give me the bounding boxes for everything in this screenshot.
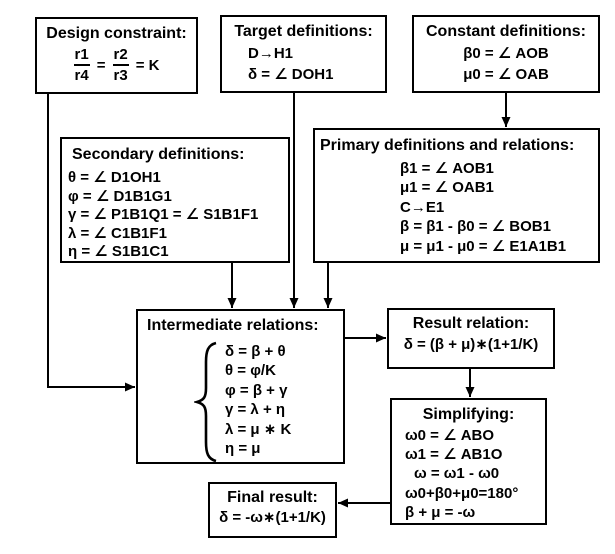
equation-line: ω0+β0+μ0=180° (405, 484, 519, 502)
fraction-r1-r4: r1 r4 (73, 46, 90, 84)
fraction-denominator: r3 (113, 67, 128, 84)
final-result-title: Final result: (227, 489, 318, 506)
left-brace-icon (194, 341, 217, 463)
result-relation-box: Result relation: δ = (β + μ)∗(1+1/K) (387, 308, 555, 369)
fraction-denominator: r4 (74, 67, 89, 84)
equation-list: θ = ∠ D1OH1 φ = ∠ D1B1G1 γ = ∠ P1B1Q1 = … (62, 169, 288, 262)
equation-line: γ = ∠ P1B1Q1 = ∠ S1B1F1 (68, 206, 259, 224)
equation-line: δ = ∠ DOH1 (248, 66, 334, 83)
equation-list: β1 = ∠ AOB1 μ1 = ∠ OAB1 C→E1 β = β1 - β0… (315, 159, 598, 256)
equation-line: δ = -ω∗(1+1/K) (219, 509, 326, 526)
equation-line: ω0 = ∠ ABO (405, 427, 495, 444)
target-definitions-box: Target definitions: D→H1 δ = ∠ DOH1 (220, 15, 387, 93)
design-constraint-box: Design constraint: r1 r4 = r2 r3 = K (35, 17, 198, 94)
fraction-numerator: r2 (112, 46, 129, 66)
constant-definitions-box: Constant definitions: β0 = ∠ AOB μ0 = ∠ … (412, 15, 600, 93)
equation-line: δ = (β + μ)∗(1+1/K) (403, 336, 539, 353)
target-definitions-title: Target definitions: (234, 23, 373, 40)
equation-line: β1 = ∠ AOB1 (400, 160, 494, 177)
equation-list: δ = β + θ θ = φ/K φ = β + γ γ = λ + η λ … (225, 342, 291, 458)
equation-line: θ = ∠ D1OH1 (68, 169, 161, 186)
equals-k: = K (135, 56, 160, 74)
equation-line: C→E1 (400, 198, 445, 216)
primary-definitions-box: Primary definitions and relations: β1 = … (313, 128, 600, 263)
equation-line: λ = ∠ C1B1F1 (68, 224, 167, 242)
equation-line: θ = φ/K (225, 362, 276, 380)
equation-line: β + μ = -ω (405, 503, 476, 521)
equals-sign: = (96, 56, 106, 74)
simplifying-box: Simplifying: ω0 = ∠ ABO ω1 = ∠ AB1O ω = … (390, 398, 547, 525)
equation-line: φ = ∠ D1B1G1 (68, 187, 172, 205)
design-constraint-title: Design constraint: (46, 25, 187, 42)
equation-line: β0 = ∠ AOB (463, 45, 549, 62)
secondary-definitions-title: Secondary definitions: (72, 146, 245, 163)
equation-line: η = μ (225, 440, 261, 458)
fraction-r2-r3: r2 r3 (112, 46, 129, 84)
equation-line: δ = β + θ (225, 343, 286, 360)
connector-design-to-intermediate (47, 94, 135, 392)
equation-line: ω = ω1 - ω0 (414, 465, 500, 483)
intermediate-relations-box: Intermediate relations: δ = β + θ θ = φ/… (136, 309, 345, 464)
equation-line: μ0 = ∠ OAB (463, 66, 549, 83)
equation-line: λ = μ ∗ K (225, 420, 292, 438)
result-relation-title: Result relation: (412, 315, 530, 332)
equation-line: η = ∠ S1B1C1 (68, 243, 169, 261)
constant-definitions-title: Constant definitions: (426, 23, 586, 40)
equation-line: β = β1 - β0 = ∠ BOB1 (400, 218, 551, 236)
design-constraint-equation: r1 r4 = r2 r3 = K (37, 46, 196, 84)
secondary-definitions-box: Secondary definitions: θ = ∠ D1OH1 φ = ∠… (60, 137, 290, 263)
equation-line: ω1 = ∠ AB1O (405, 446, 503, 464)
equation-line: γ = λ + η (225, 401, 286, 419)
equation-line: φ = β + γ (225, 381, 288, 399)
fraction-numerator: r1 (73, 46, 90, 66)
intermediate-relations-title: Intermediate relations: (147, 317, 319, 334)
final-result-box: Final result: δ = -ω∗(1+1/K) (208, 482, 337, 538)
primary-definitions-title: Primary definitions and relations: (320, 137, 575, 154)
equation-line: μ1 = ∠ OAB1 (400, 179, 494, 197)
equation-line: μ = μ1 - μ0 = ∠ E1A1B1 (400, 237, 567, 255)
simplifying-title: Simplifying: (422, 406, 515, 423)
equation-line: D→H1 (248, 45, 294, 62)
equation-list: ω0 = ∠ ABO ω1 = ∠ AB1O ω = ω1 - ω0 ω0+β0… (392, 426, 545, 522)
